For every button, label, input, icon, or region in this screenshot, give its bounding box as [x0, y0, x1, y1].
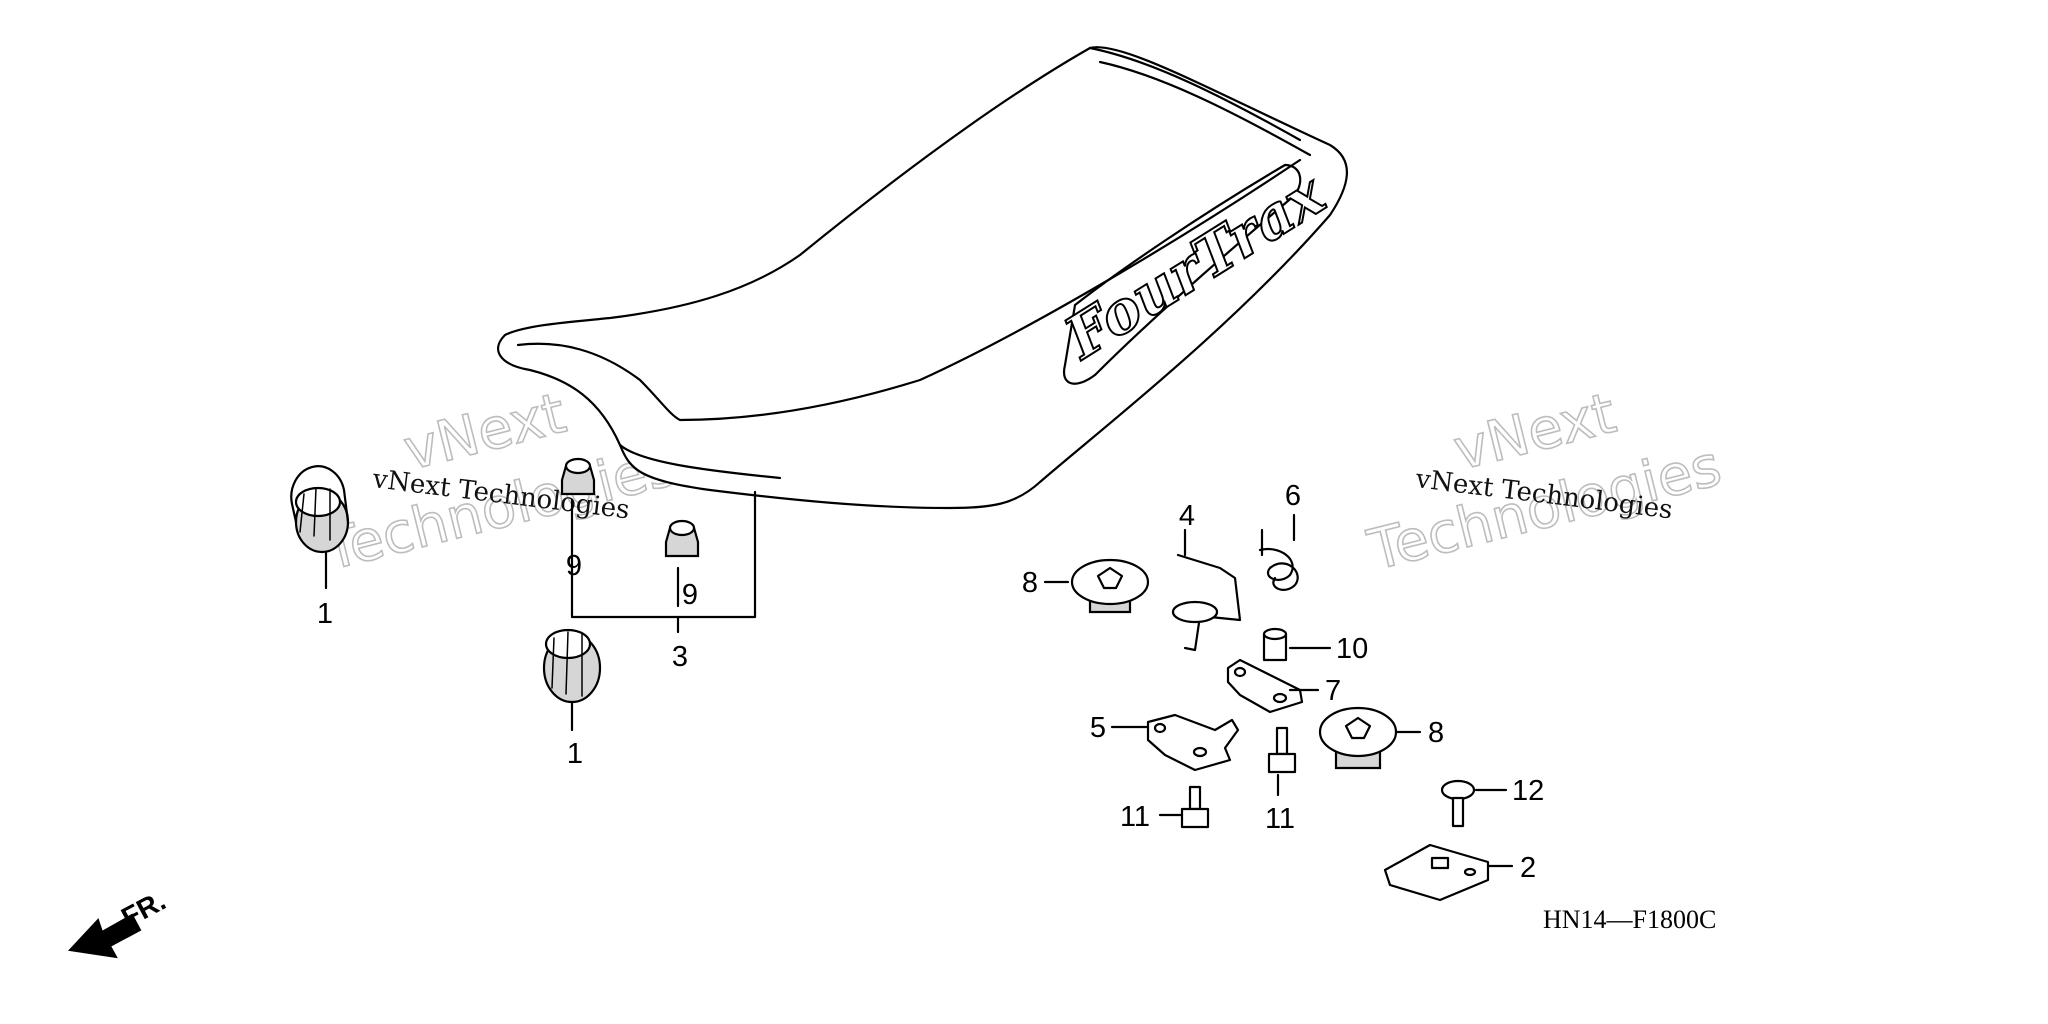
callout-3: 3: [672, 641, 688, 673]
callout-1: 1: [317, 598, 333, 630]
callout-11: 11: [1120, 801, 1150, 833]
callout-4: 4: [1179, 500, 1195, 532]
callout-1: 1: [567, 738, 583, 770]
callout-7: 7: [1325, 675, 1341, 707]
collar-part-10: [1262, 627, 1288, 662]
callout-5: 5: [1090, 712, 1106, 744]
callout-8: 8: [1022, 567, 1038, 599]
callout-2: 2: [1520, 852, 1536, 884]
grommet-part-8a: [1070, 558, 1150, 614]
callout-10: 10: [1336, 633, 1368, 665]
cushion-part-1b: [542, 628, 602, 704]
spring-part-6: [1258, 528, 1299, 591]
callout-11: 11: [1265, 803, 1295, 835]
plate-part-2: [1383, 843, 1490, 902]
watermark-right: vNext Technologies vNext Technologies: [1361, 380, 1728, 584]
callout-6: 6: [1285, 480, 1301, 512]
bolt-part-12: [1440, 779, 1476, 828]
bolt-part-11b: [1267, 726, 1297, 774]
bolt-part-11a: [1180, 785, 1210, 829]
plate-part-7: [1226, 658, 1304, 714]
callout-9: 9: [682, 579, 698, 611]
rubber-part-9b: [664, 519, 700, 558]
callout-8: 8: [1428, 717, 1444, 749]
cushion-part-1a: [290, 465, 350, 554]
front-arrow: FR.: [67, 885, 171, 959]
bracket-part-5: [1146, 713, 1240, 772]
leader-seat: [570, 490, 757, 619]
hook-part-4: [1171, 553, 1242, 652]
callout-12: 12: [1512, 775, 1544, 807]
drawing-code: HN14—F1800C: [1543, 905, 1716, 934]
callout-9: 9: [566, 550, 582, 582]
seat: FourTrax: [497, 46, 1348, 510]
rubber-part-9a: [560, 457, 596, 496]
grommet-part-8b: [1318, 706, 1398, 770]
